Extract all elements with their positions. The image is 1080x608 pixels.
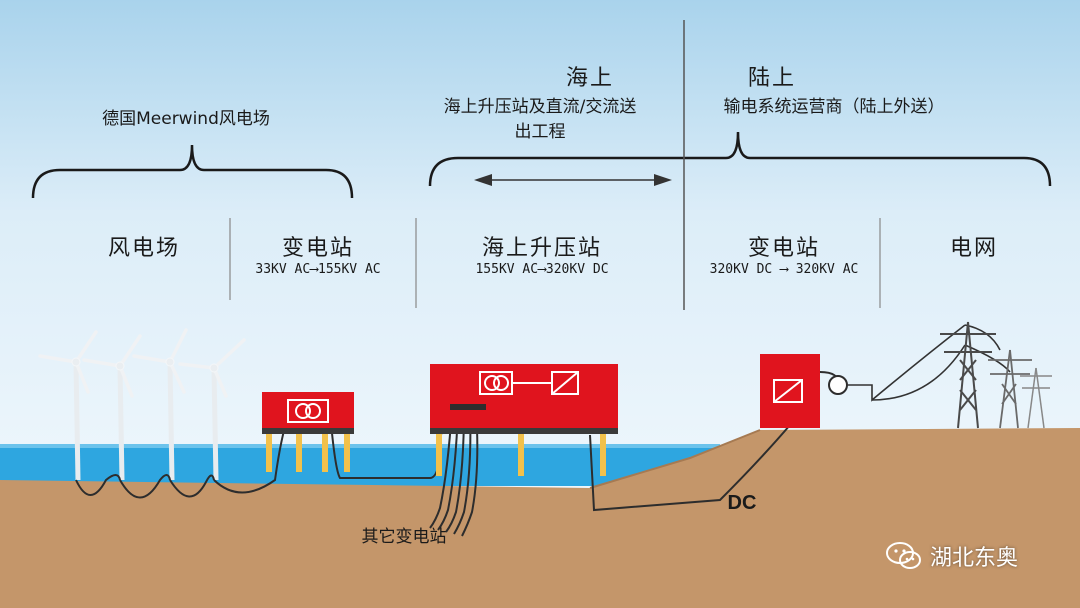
wind-turbine-icon <box>132 328 188 481</box>
sea <box>0 444 720 486</box>
land-description: 输电系统运营商（陆上外送） <box>723 97 945 117</box>
sea-description-line1: 海上升压站及直流/交流送 <box>443 97 637 117</box>
offshore-converter-platform <box>430 364 618 476</box>
wind-turbine-icon <box>38 330 98 481</box>
converter-icon <box>773 379 803 403</box>
wind-farm-project-label: 德国Meerwind风电场 <box>102 109 270 129</box>
seabed-ground <box>0 428 1080 608</box>
section-title-offshore-converter: 海上升压站 <box>481 236 603 261</box>
transformer-icon <box>287 399 329 423</box>
sea-title: 海上 <box>565 66 615 91</box>
transformer-icon <box>828 375 848 395</box>
section-sub-onshore-substation: 320KV DC ⟶ 320KV AC <box>709 262 859 277</box>
watermark: 湖北东奥 <box>886 540 1018 572</box>
wind-turbine-icon <box>82 334 142 481</box>
section-title-grid: 电网 <box>949 236 999 261</box>
transformer-icon <box>479 371 513 395</box>
section-sub-offshore-converter: 155KV AC⟶320KV DC <box>475 262 609 277</box>
other-substations-label: 其它变电站 <box>361 527 447 547</box>
section-title-substation: 变电站 <box>281 236 355 261</box>
wind-turbine-icon <box>178 338 246 481</box>
double-arrow-icon <box>474 174 672 186</box>
land-title: 陆上 <box>747 66 797 91</box>
dc-label: DC <box>727 492 757 514</box>
offshore-onshore-bracket <box>428 131 1052 187</box>
transmission-tower-icon <box>940 321 996 429</box>
section-title-onshore-substation: 变电站 <box>747 236 821 261</box>
watermark-text: 湖北东奥 <box>930 546 1019 571</box>
offshore-substation <box>262 392 354 472</box>
transmission-tower-icon <box>1020 367 1052 429</box>
sea-description-line2: 出工程 <box>514 122 566 142</box>
section-sub-substation: 33KV AC⟶155KV AC <box>255 262 381 277</box>
wind-turbines <box>38 328 246 481</box>
transmission-tower-icon <box>988 349 1032 429</box>
wind-farm-bracket <box>31 144 354 199</box>
wechat-icon <box>886 542 921 569</box>
onshore-converter-station <box>760 354 848 428</box>
section-title-wind-farm: 风电场 <box>107 236 181 261</box>
